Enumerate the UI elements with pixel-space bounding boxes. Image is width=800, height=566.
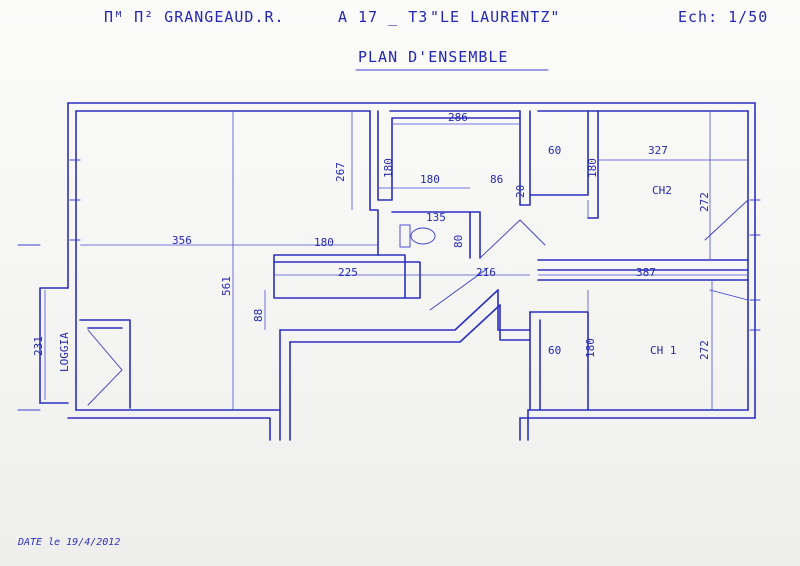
loggia (17, 244, 131, 411)
dim-180-mid: 180 (314, 236, 334, 249)
building-label: "LE LAURENTZ" (430, 8, 560, 26)
scale-label: Ech: 1/50 (678, 8, 768, 26)
dim-86: 86 (490, 173, 503, 186)
dim-387: 387 (636, 266, 656, 279)
dim-356: 356 (172, 234, 192, 247)
dimension-lines (44, 111, 748, 410)
dim-286: 286 (448, 111, 468, 124)
window-marks (69, 159, 761, 331)
interior-walls (273, 110, 749, 441)
dim-180-right-bottom: 180 (584, 338, 597, 358)
plan-title: PLAN D'ENSEMBLE (358, 48, 508, 66)
dim-272-top: 272 (698, 192, 711, 212)
dim-327: 327 (648, 144, 668, 157)
dim-20: 20 (514, 185, 527, 198)
dim-267: 267 (334, 162, 347, 182)
dim-60-top: 60 (548, 144, 561, 157)
room-ch2: CH2 (652, 184, 672, 197)
dim-80: 80 (452, 235, 465, 248)
dim-272-bottom: 272 (698, 340, 711, 360)
dim-60-bottom: 60 (548, 344, 561, 357)
dim-225: 225 (338, 266, 358, 279)
dim-135: 135 (426, 211, 446, 224)
toilet-icon (399, 224, 436, 248)
dim-216: 216 (476, 266, 496, 279)
dim-180-vertical: 180 (382, 158, 395, 178)
date-label: DATE le 19/4/2012 (17, 537, 120, 548)
dim-231: 231 (32, 336, 45, 356)
dim-561: 561 (220, 276, 233, 296)
reference-label: A 17 _ T3 (338, 8, 428, 26)
room-loggia: LOGGIA (58, 332, 71, 372)
owner-label: Пᴹ Π² GRANGEAUD.R. (104, 8, 285, 26)
dim-180-right-top: 180 (586, 158, 599, 178)
room-ch1: CH 1 (650, 344, 677, 357)
dim-88: 88 (252, 309, 265, 322)
dim-180-top: 180 (420, 173, 440, 186)
